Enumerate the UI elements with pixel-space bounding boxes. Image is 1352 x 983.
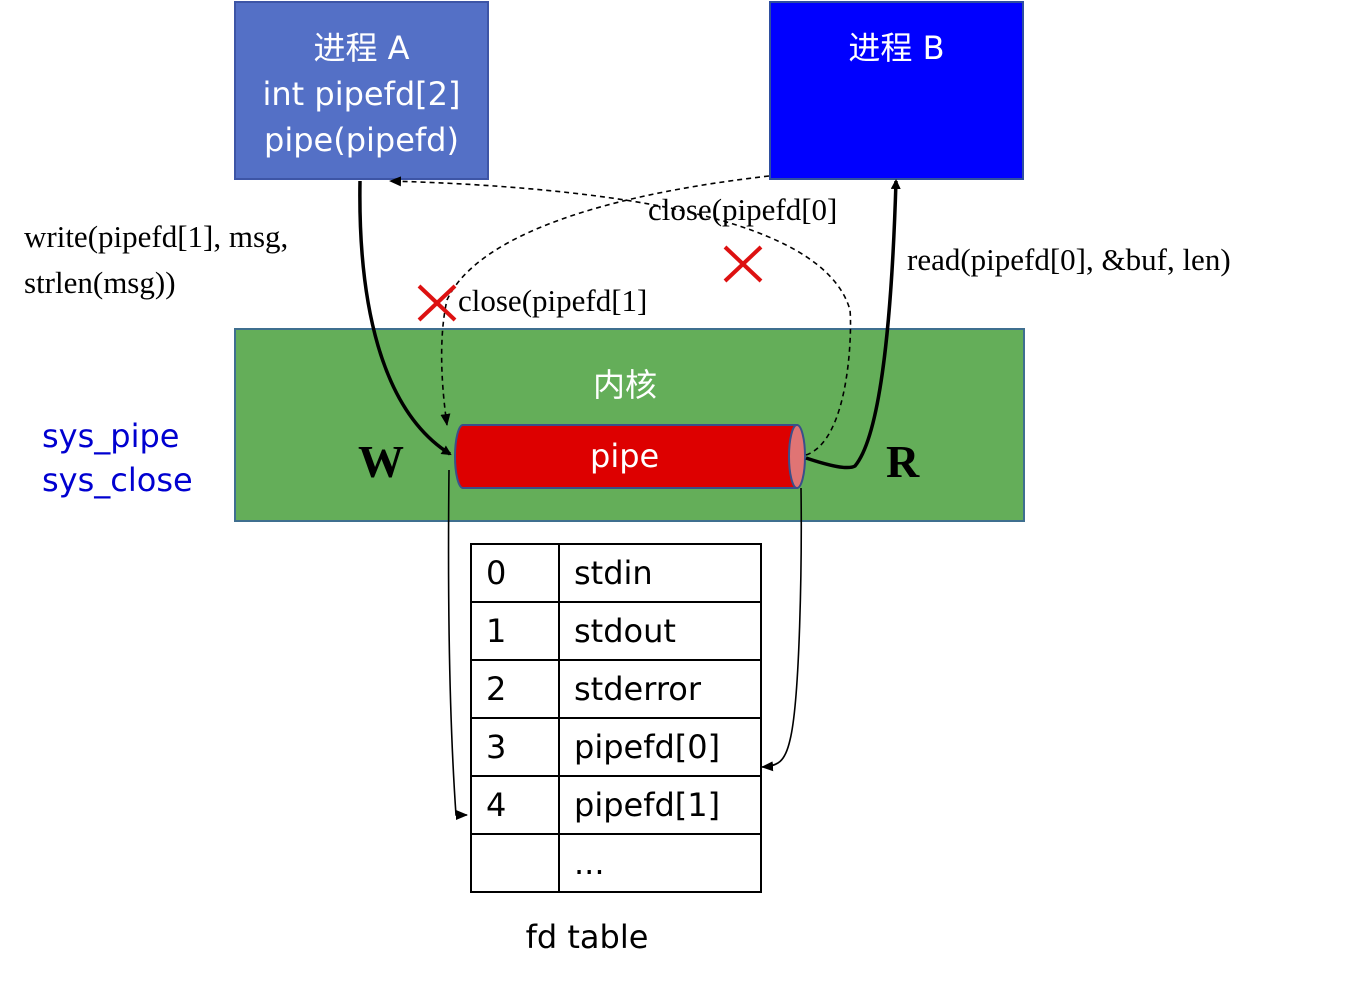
close-write-label: close(pipefd[1] <box>458 283 648 318</box>
fd-table-caption: fd table <box>525 918 649 956</box>
kernel-title: 内核 <box>593 366 658 404</box>
syscall-sys-close: sys_close <box>42 461 193 499</box>
kernel-box: 内核 <box>234 328 1025 522</box>
close-write-arrow <box>440 175 770 426</box>
fd-name: pipefd[0] <box>558 717 762 777</box>
fd-name: stdin <box>558 543 762 603</box>
syscall-list: sys_pipe sys_close <box>42 414 193 502</box>
process-a-declaration: int pipefd[2] <box>262 75 461 113</box>
syscall-sys-pipe: sys_pipe <box>42 417 180 455</box>
close-read-arrow <box>389 176 852 456</box>
fd-index: 0 <box>470 543 560 603</box>
pipe-label: pipe <box>590 437 660 475</box>
fd-index: 4 <box>470 775 560 835</box>
write-arrow <box>358 180 452 456</box>
fd-name: stderror <box>558 659 762 719</box>
close-read-label: close(pipefd[0] <box>648 192 838 227</box>
fd-name: pipefd[1] <box>558 775 762 835</box>
process-a-pipe-call: pipe(pipefd) <box>264 121 459 159</box>
fd-table-row: ... <box>470 833 762 893</box>
process-b-box: 进程 B <box>769 1 1024 180</box>
pipe-cylinder <box>454 424 806 489</box>
fd-index <box>470 833 560 893</box>
fd-index: 3 <box>470 717 560 777</box>
process-b-title: 进程 B <box>848 29 945 67</box>
read-end-fd-link <box>761 487 803 772</box>
process-a-box: 进程 A int pipefd[2] pipe(pipefd) <box>234 1 489 180</box>
write-end-label: W <box>358 436 404 487</box>
cross-icon <box>417 284 457 322</box>
fd-index: 1 <box>470 601 560 661</box>
read-end-label: R <box>886 436 920 487</box>
fd-name: stdout <box>558 601 762 661</box>
read-arrow <box>805 179 901 470</box>
write-call-label: write(pipefd[1], msg, strlen(msg)) <box>24 214 288 306</box>
write-call-line-2: strlen(msg)) <box>24 265 176 300</box>
write-end-fd-link <box>447 469 468 820</box>
fd-name: ... <box>558 833 762 893</box>
write-call-line-1: write(pipefd[1], msg, <box>24 219 289 254</box>
cross-icon <box>723 245 763 283</box>
fd-index: 2 <box>470 659 560 719</box>
read-call-label: read(pipefd[0], &buf, len) <box>907 242 1231 277</box>
process-a-title: 进程 A <box>313 29 410 67</box>
